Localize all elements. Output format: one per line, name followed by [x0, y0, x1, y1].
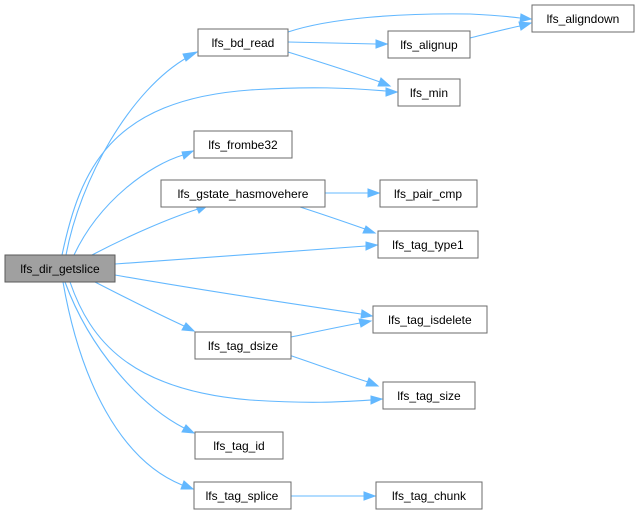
node-lfs_aligndown[interactable]: lfs_aligndown — [531, 4, 635, 33]
node-lfs_min[interactable]: lfs_min — [397, 78, 461, 107]
node-label: lfs_tag_isdelete — [388, 313, 472, 327]
edge-lfs_dir_getslice-to-lfs_tag_splice — [62, 281, 195, 490]
edge-lfs_tag_dsize-to-lfs_tag_isdelete — [290, 318, 373, 338]
node-label: lfs_tag_splice — [206, 489, 279, 503]
node-lfs_tag_id[interactable]: lfs_tag_id — [194, 431, 284, 460]
edge-lfs_dir_getslice-to-lfs_gstate_hasmovehere — [91, 204, 210, 256]
edge-lfs_dir_getslice-to-lfs_min — [61, 87, 399, 256]
node-lfs_frombe32[interactable]: lfs_frombe32 — [193, 130, 293, 159]
node-label: lfs_tag_size — [397, 389, 461, 403]
edge-lfs_dir_getslice-to-lfs_tag_isdelete — [114, 274, 374, 319]
edge-lfs_dir_getslice-to-lfs_bd_read — [65, 51, 199, 256]
node-label: lfs_tag_dsize — [208, 339, 278, 353]
node-label: lfs_frombe32 — [208, 138, 278, 152]
node-lfs_pair_cmp[interactable]: lfs_pair_cmp — [379, 179, 478, 208]
edge-lfs_tag_dsize-to-lfs_tag_size — [279, 351, 380, 387]
node-label: lfs_min — [410, 86, 448, 100]
edge-lfs_dir_getslice-to-lfs_tag_id — [64, 281, 196, 434]
node-lfs_tag_dsize[interactable]: lfs_tag_dsize — [194, 331, 292, 360]
edge-lfs_alignup-to-lfs_aligndown — [469, 21, 533, 39]
edge-lfs_dir_getslice-to-lfs_tag_type1 — [114, 241, 379, 265]
node-label: lfs_gstate_hasmovehere — [178, 187, 309, 201]
edge-lfs_gstate_hasmovehere-to-lfs_tag_type1 — [299, 206, 377, 234]
edge-lfs_dir_getslice-to-lfs_frombe32 — [73, 150, 195, 256]
node-label: lfs_alignup — [400, 38, 458, 52]
edge-lfs_dir_getslice-to-lfs_tag_size — [69, 281, 384, 405]
node-label: lfs_bd_read — [212, 36, 275, 50]
edge-lfs_tag_splice-to-lfs_tag_chunk — [291, 491, 377, 501]
node-lfs_tag_chunk[interactable]: lfs_tag_chunk — [375, 481, 483, 510]
node-lfs_tag_splice[interactable]: lfs_tag_splice — [193, 481, 292, 510]
node-lfs_alignup[interactable]: lfs_alignup — [387, 30, 471, 59]
node-label: lfs_tag_type1 — [392, 238, 464, 252]
edge-lfs_dir_getslice-to-lfs_tag_dsize — [94, 281, 196, 332]
node-label: lfs_tag_id — [213, 439, 264, 453]
node-label: lfs_dir_getslice — [20, 262, 100, 276]
edge-lfs_bd_read-to-lfs_aligndown — [287, 13, 533, 33]
node-lfs_gstate_hasmovehere[interactable]: lfs_gstate_hasmovehere — [160, 179, 326, 208]
edge-lfs_bd_read-to-lfs_alignup — [287, 39, 389, 49]
node-lfs_bd_read[interactable]: lfs_bd_read — [197, 28, 289, 57]
node-lfs_tag_size[interactable]: lfs_tag_size — [382, 381, 476, 410]
node-lfs_tag_type1[interactable]: lfs_tag_type1 — [377, 230, 479, 259]
node-lfs_tag_isdelete[interactable]: lfs_tag_isdelete — [372, 305, 488, 334]
node-lfs_dir_getslice[interactable]: lfs_dir_getslice — [4, 254, 116, 283]
node-label: lfs_tag_chunk — [392, 489, 467, 503]
edge-lfs_bd_read-to-lfs_min — [287, 51, 392, 87]
node-label: lfs_aligndown — [547, 12, 620, 26]
node-label: lfs_pair_cmp — [394, 187, 462, 201]
edge-lfs_gstate_hasmovehere-to-lfs_pair_cmp — [325, 188, 381, 198]
